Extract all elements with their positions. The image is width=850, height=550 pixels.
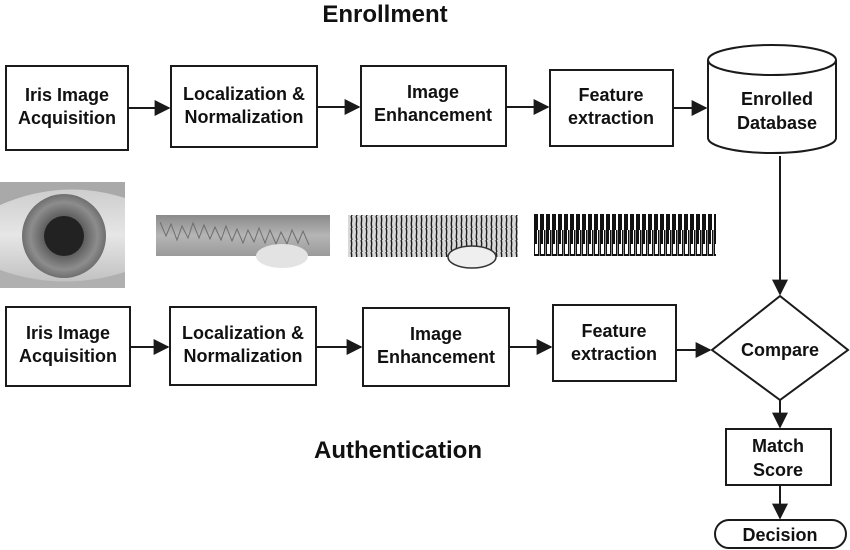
enroll-acq-line2: Acquisition bbox=[18, 108, 116, 128]
enrollment-step-localization: Localization & Normalization bbox=[170, 65, 318, 148]
auth-feat-line1: Feature bbox=[581, 321, 646, 341]
enrollment-step-acquisition: Iris Image Acquisition bbox=[5, 65, 129, 151]
binary-feature-strip bbox=[534, 214, 716, 256]
enroll-enh-line1: Image bbox=[407, 82, 459, 102]
database-line2: Database bbox=[737, 113, 817, 133]
auth-step-enhancement: Image Enhancement bbox=[362, 307, 510, 387]
normalized-iris-strip bbox=[156, 215, 330, 268]
auth-acq-line1: Iris Image bbox=[26, 323, 110, 343]
score-line1: Match bbox=[752, 436, 804, 456]
compare-diamond: Compare bbox=[710, 294, 850, 402]
authentication-title: Authentication bbox=[314, 437, 482, 464]
match-score-box: Match Score bbox=[725, 428, 832, 486]
enroll-feat-line1: Feature bbox=[578, 85, 643, 105]
auth-loc-line1: Localization & bbox=[182, 323, 304, 343]
auth-feat-line2: extraction bbox=[571, 344, 657, 364]
auth-step-feature: Feature extraction bbox=[552, 304, 677, 382]
enrolled-database-cylinder: Enrolled Database bbox=[707, 44, 837, 154]
decision-label: Decision bbox=[742, 525, 817, 545]
auth-step-acquisition: Iris Image Acquisition bbox=[5, 306, 131, 387]
auth-step-localization: Localization & Normalization bbox=[169, 306, 317, 386]
enhanced-iris-strip bbox=[348, 215, 518, 269]
enrollment-step-feature: Feature extraction bbox=[549, 69, 674, 147]
enroll-loc-line2: Normalization bbox=[184, 107, 303, 127]
auth-loc-line2: Normalization bbox=[183, 346, 302, 366]
database-line1: Enrolled bbox=[741, 89, 813, 109]
auth-enh-line2: Enhancement bbox=[377, 347, 495, 367]
score-line2: Score bbox=[753, 460, 803, 480]
enroll-feat-line2: extraction bbox=[568, 108, 654, 128]
eye-image bbox=[0, 182, 125, 288]
compare-label: Compare bbox=[741, 340, 819, 360]
enrollment-step-enhancement: Image Enhancement bbox=[360, 65, 507, 147]
enroll-loc-line1: Localization & bbox=[183, 84, 305, 104]
enroll-acq-line1: Iris Image bbox=[25, 85, 109, 105]
decision-terminal: Decision bbox=[714, 519, 847, 549]
enroll-enh-line2: Enhancement bbox=[374, 105, 492, 125]
auth-acq-line2: Acquisition bbox=[19, 346, 117, 366]
auth-enh-line1: Image bbox=[410, 324, 462, 344]
enrollment-title: Enrollment bbox=[322, 1, 447, 28]
